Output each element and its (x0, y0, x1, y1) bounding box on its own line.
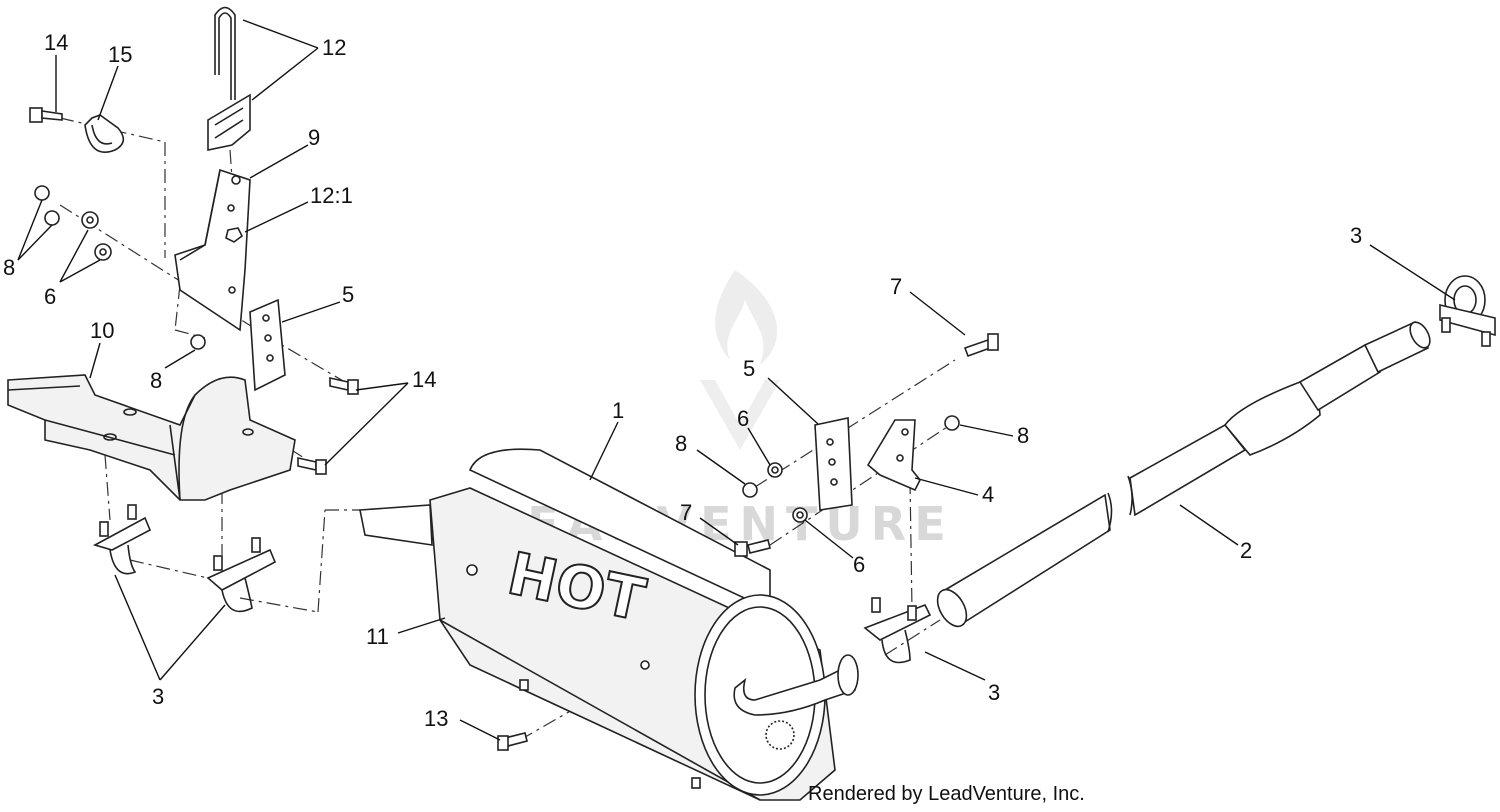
callout-8-mid: 8 (675, 431, 687, 456)
bolt-upper (29, 107, 63, 123)
callout-3-left: 3 (152, 684, 164, 709)
nut-small (225, 227, 244, 243)
u-clamp-center (206, 537, 277, 613)
callout-3-lower-right: 3 (988, 680, 1000, 705)
callout-14-lower: 14 (412, 367, 436, 392)
hanger-hook (207, 6, 251, 151)
callout-4: 4 (982, 482, 994, 507)
mount-bracket (174, 168, 251, 332)
callout-5-left: 5 (342, 282, 354, 307)
callout-7-lower: 7 (680, 500, 692, 525)
callout-7-upper: 7 (890, 274, 902, 299)
muffler-bracket (866, 419, 921, 492)
nuts-and-washers-left (34, 185, 206, 350)
spacer-plate-right (814, 417, 853, 511)
callout-labels: 14 15 12 9 12:1 8 6 5 10 8 14 1 7 5 6 8 … (3, 30, 1362, 731)
callout-8-center-left: 8 (150, 368, 162, 393)
callout-11: 11 (366, 624, 389, 649)
watermark-logo (700, 270, 780, 450)
callout-12-1: 12:1 (310, 183, 353, 208)
callout-6-lower-right: 6 (853, 552, 865, 577)
callout-2: 2 (1240, 538, 1252, 563)
u-clamp-right-lower (863, 597, 932, 664)
fasteners-right (734, 333, 999, 557)
callout-8-left: 8 (3, 255, 15, 280)
render-credit: Rendered by LeadVenture, Inc. (808, 783, 1085, 805)
spacer-plate-left (249, 298, 286, 392)
callout-13: 13 (424, 706, 448, 731)
muffler: HOT (359, 448, 859, 801)
u-clamp-right-upper (1439, 275, 1496, 347)
bolts-mid-left (297, 377, 359, 475)
callout-15: 15 (108, 42, 132, 67)
leader-lines (17, 19, 1456, 741)
u-clamp-left (92, 504, 152, 575)
callout-12: 12 (322, 35, 346, 60)
callout-3-upper-right: 3 (1350, 223, 1362, 248)
callout-14-upper: 14 (44, 30, 68, 55)
exhaust-pipe (936, 320, 1431, 628)
callout-5-right: 5 (743, 356, 755, 381)
callout-6-upper-right: 6 (737, 406, 749, 431)
callout-1: 1 (612, 398, 624, 423)
callout-10: 10 (90, 318, 114, 343)
bolt-lower (497, 732, 528, 751)
callout-8-right: 8 (1017, 423, 1029, 448)
heat-shield (7, 374, 296, 501)
p-clamp (84, 114, 125, 153)
callout-9: 9 (308, 125, 320, 150)
callout-6-left: 6 (44, 284, 56, 309)
